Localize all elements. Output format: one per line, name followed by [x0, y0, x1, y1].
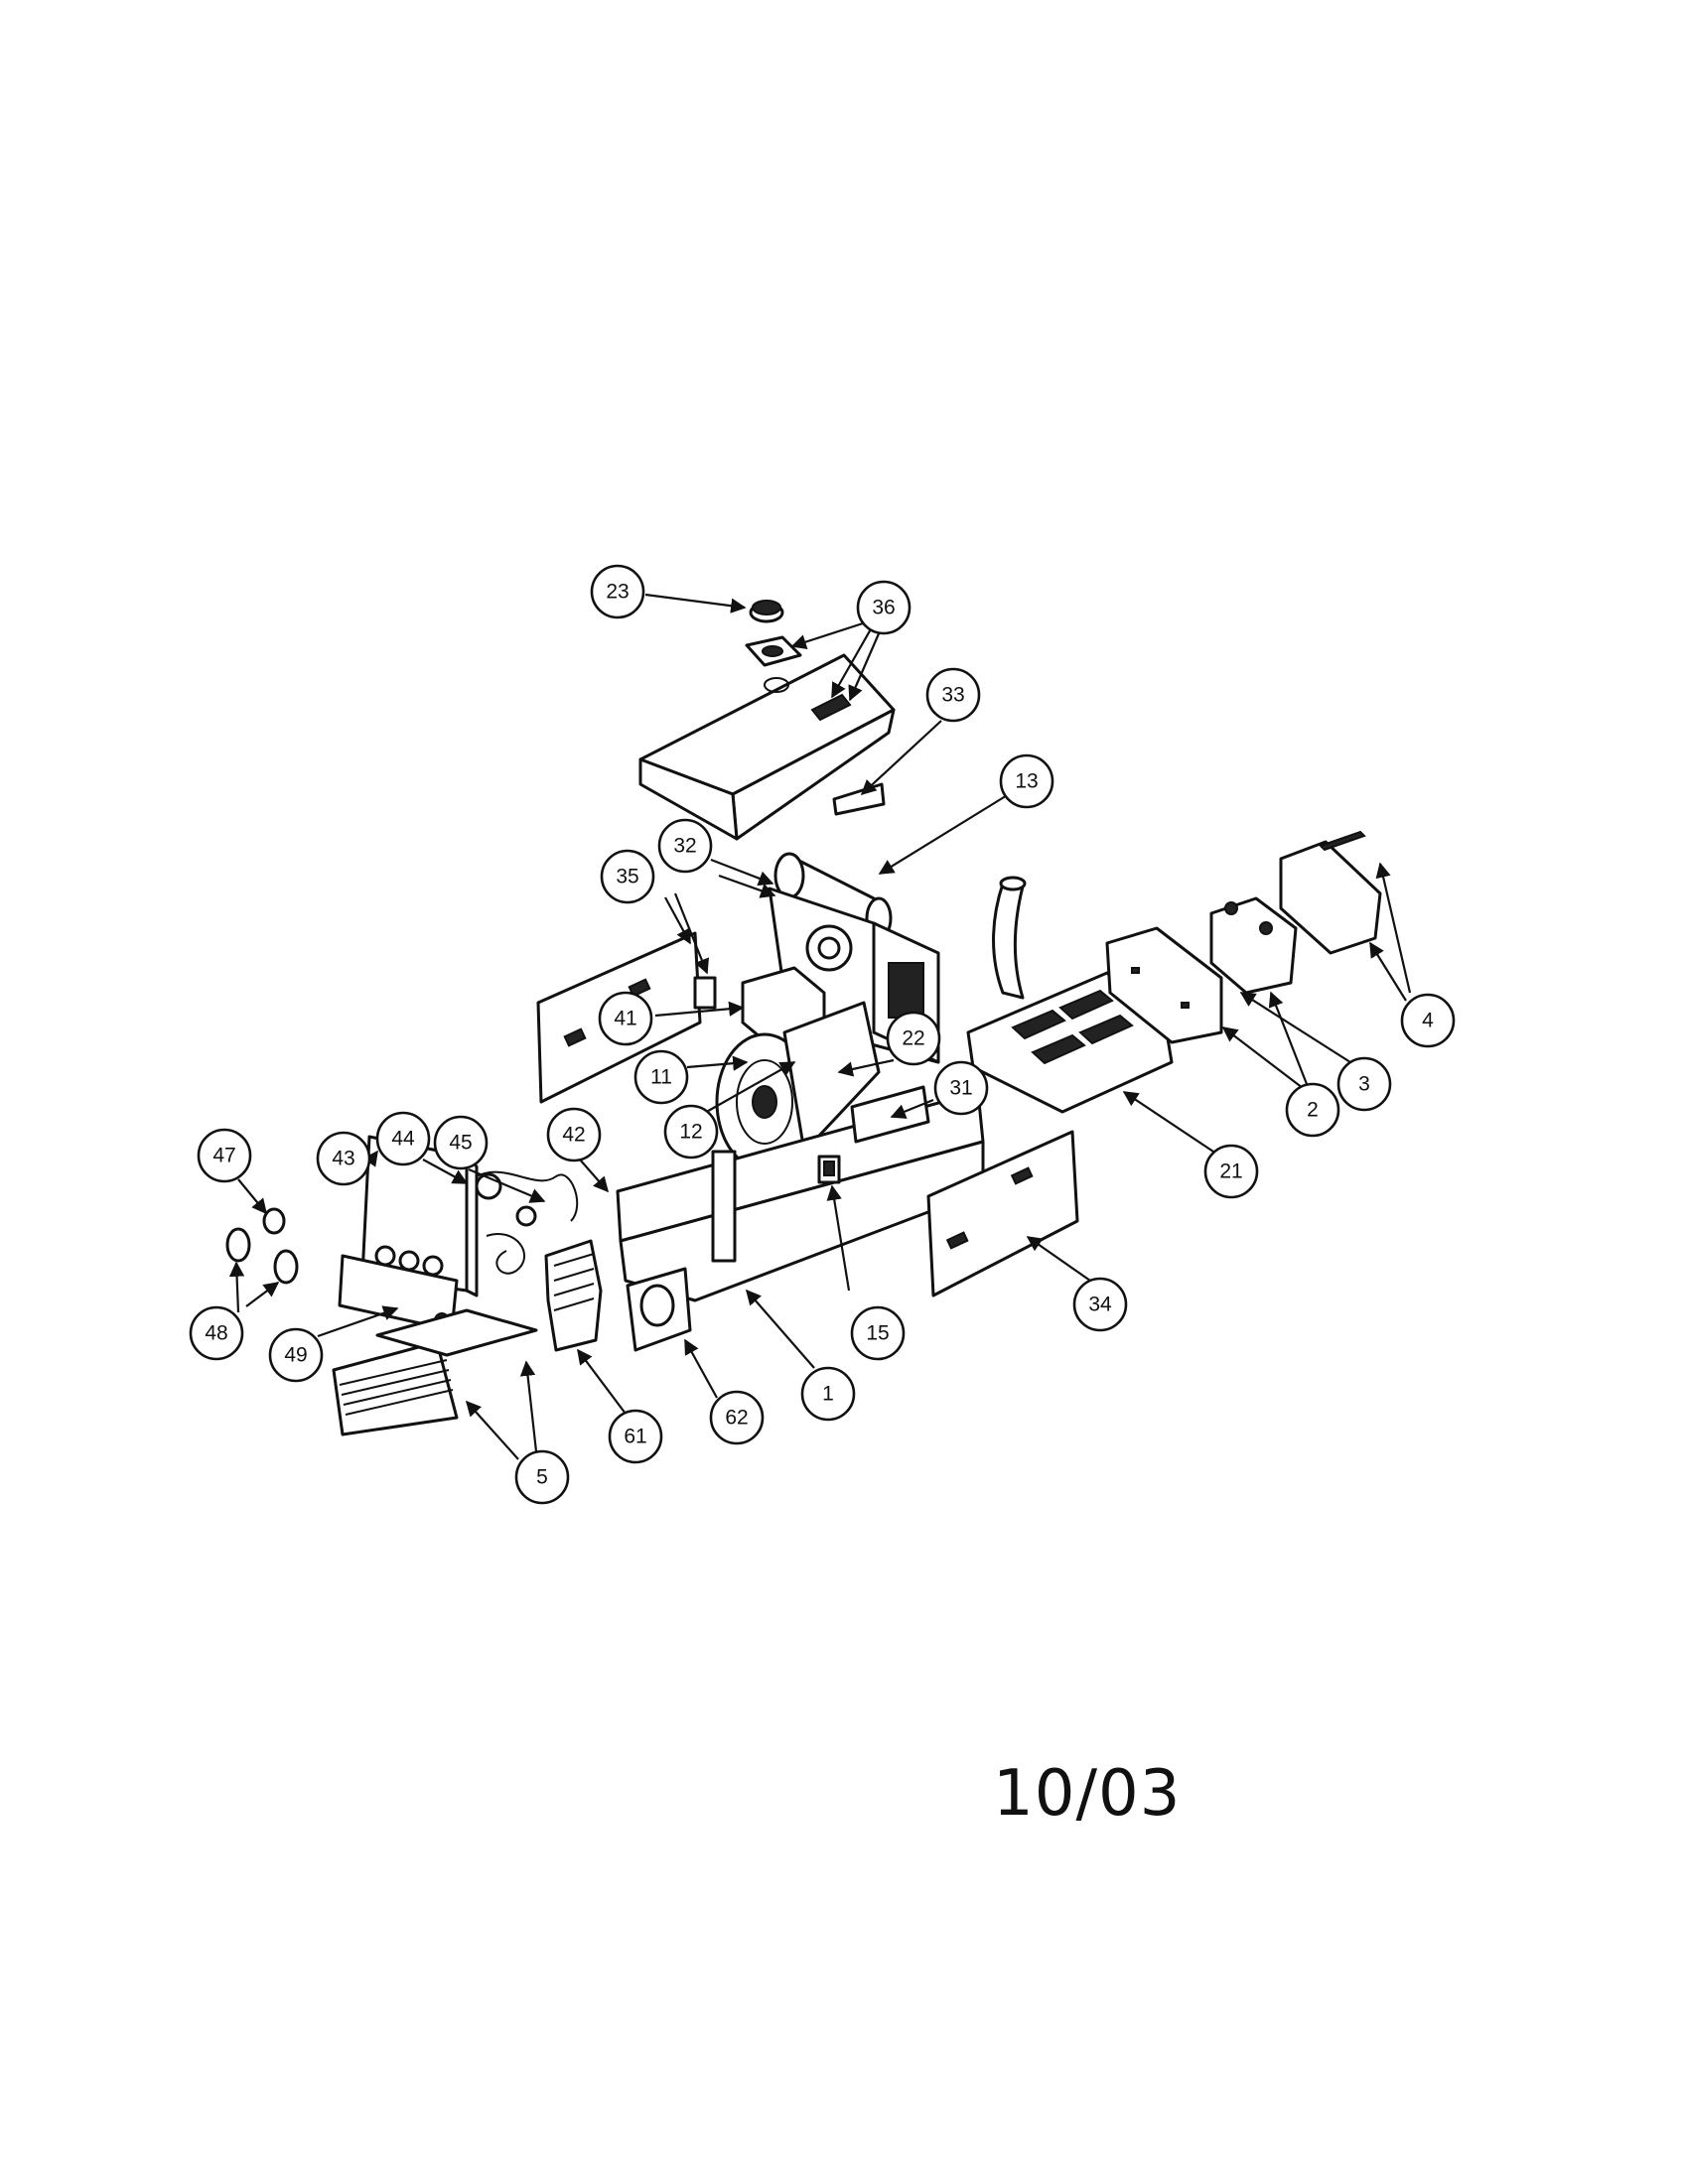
svg-text:11: 11 — [650, 1066, 672, 1089]
callout-23: 23 — [590, 564, 645, 619]
part-top-cover — [638, 653, 896, 841]
part-knob — [262, 1207, 286, 1235]
callout-32: 32 — [657, 818, 713, 874]
callout-36: 36 — [856, 580, 912, 635]
callout-4: 4 — [1400, 993, 1456, 1048]
svg-text:33: 33 — [941, 684, 964, 707]
svg-text:23: 23 — [606, 581, 629, 604]
svg-text:32: 32 — [673, 835, 696, 858]
callout-47: 47 — [197, 1128, 252, 1183]
svg-text:21: 21 — [1219, 1160, 1242, 1183]
callout-62: 62 — [709, 1390, 765, 1445]
svg-text:36: 36 — [872, 597, 895, 619]
callout-35: 35 — [600, 849, 655, 904]
svg-text:4: 4 — [1422, 1010, 1434, 1032]
part-battery — [1209, 896, 1298, 995]
part-battery-tray — [1279, 830, 1382, 955]
callout-31: 31 — [933, 1060, 989, 1116]
part-battery-box — [1105, 926, 1223, 1044]
svg-text:15: 15 — [866, 1322, 889, 1345]
svg-text:42: 42 — [562, 1124, 585, 1147]
callout-13: 13 — [999, 753, 1054, 809]
svg-text:3: 3 — [1358, 1073, 1370, 1096]
date-stamp: 10/03 — [993, 1757, 1182, 1831]
callout-3: 3 — [1336, 1056, 1392, 1112]
part-frame — [616, 1085, 985, 1302]
svg-text:61: 61 — [624, 1426, 646, 1448]
part-mount — [817, 1155, 841, 1184]
callout-41: 41 — [598, 991, 653, 1046]
callout-33: 33 — [925, 667, 981, 723]
parts-drawing — [225, 600, 1382, 1436]
svg-text:44: 44 — [391, 1128, 415, 1151]
svg-text:22: 22 — [902, 1027, 924, 1050]
callout-22: 22 — [886, 1011, 941, 1066]
callout-bubbles: 23 36 33 13 32 35 41 11 12 22 31 43 44 4… — [189, 564, 1456, 1505]
callout-42: 42 — [546, 1107, 602, 1162]
callout-15: 15 — [850, 1305, 906, 1361]
callout-34: 34 — [1072, 1277, 1128, 1332]
svg-text:43: 43 — [332, 1148, 354, 1170]
part-rectifier — [544, 1239, 603, 1352]
svg-text:34: 34 — [1088, 1294, 1112, 1316]
callout-12: 12 — [663, 1104, 719, 1160]
svg-text:13: 13 — [1015, 770, 1038, 793]
callout-49: 49 — [268, 1327, 324, 1383]
part-transformer — [626, 1267, 692, 1352]
callout-1: 1 — [800, 1366, 856, 1422]
callout-44: 44 — [375, 1111, 431, 1166]
part-fuel-cap — [749, 600, 784, 623]
svg-text:48: 48 — [205, 1322, 227, 1345]
svg-text:12: 12 — [679, 1121, 702, 1144]
svg-text:1: 1 — [822, 1383, 834, 1406]
callout-11: 11 — [633, 1049, 689, 1105]
svg-text:62: 62 — [725, 1407, 748, 1430]
part-receptacle-covers — [225, 1227, 299, 1285]
svg-text:35: 35 — [616, 866, 638, 888]
callout-43: 43 — [316, 1131, 371, 1186]
svg-text:41: 41 — [614, 1008, 636, 1030]
part-front-grille — [332, 1308, 538, 1436]
svg-text:5: 5 — [536, 1466, 548, 1489]
callout-2: 2 — [1285, 1082, 1340, 1138]
callout-45: 45 — [433, 1115, 489, 1170]
callout-61: 61 — [608, 1409, 663, 1464]
callout-5: 5 — [514, 1449, 570, 1505]
callout-21: 21 — [1203, 1144, 1259, 1199]
svg-text:2: 2 — [1307, 1099, 1319, 1122]
svg-text:49: 49 — [284, 1344, 307, 1367]
callout-48: 48 — [189, 1305, 244, 1361]
part-gasket — [745, 635, 802, 667]
part-fuel-tank — [966, 876, 1174, 1114]
leader-lines — [228, 593, 1412, 1460]
svg-text:45: 45 — [449, 1132, 472, 1155]
svg-text:47: 47 — [212, 1145, 235, 1167]
part-side-panel-right — [926, 1130, 1079, 1297]
svg-text:31: 31 — [949, 1077, 972, 1100]
